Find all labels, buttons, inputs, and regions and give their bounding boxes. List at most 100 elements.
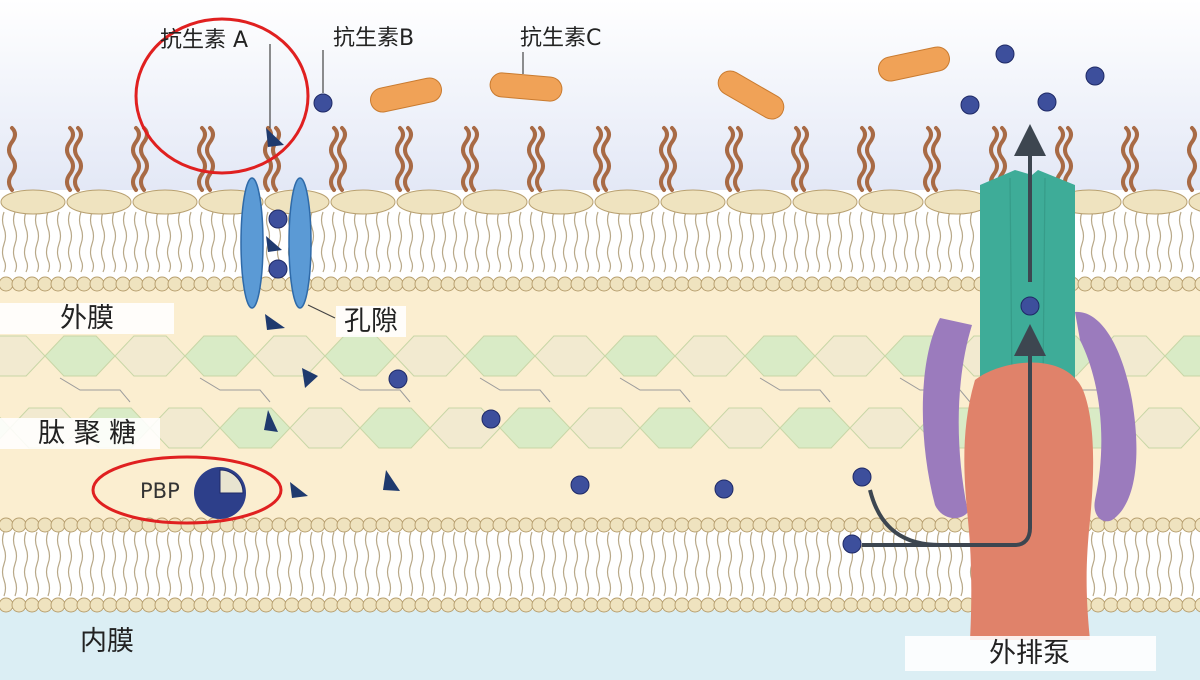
outer-inner-leaflet-head [37,276,53,292]
porin-right-subunit [288,177,312,309]
outer-leaflet-head [462,189,528,215]
outer-inner-leaflet-head [11,276,27,292]
inner-leaflet-head-bottom [1168,597,1184,613]
inner-leaflet-head-bottom [167,597,183,613]
inner-leaflet-head-bottom [596,597,612,613]
lps-chain [857,126,867,192]
pump-side-right [1075,311,1137,522]
inner-leaflet-head-bottom [726,597,742,613]
outer-inner-leaflet-head [505,276,521,292]
antibiotic-b-sphere [995,44,1015,64]
outer-inner-leaflet-head [323,276,339,292]
outer-inner-leaflet-head [817,276,833,292]
antibiotic-b-sphere [1037,92,1057,112]
inner-leaflet-head-bottom [843,597,859,613]
outer-inner-leaflet-head [895,276,911,292]
inner-leaflet-head-bottom [297,597,313,613]
antibiotic-c-capsule [878,46,950,82]
outer-inner-leaflet-head [63,276,79,292]
outer-leaflet-head [660,189,726,215]
inner-leaflet-head-bottom [89,597,105,613]
inner-leaflet-head-top [297,517,313,533]
inner-leaflet-head-top [258,517,274,533]
lps-chains [7,126,1197,192]
antibiotic-b-sphere [388,369,408,389]
inner-leaflet-head-bottom [544,597,560,613]
inner-leaflet-head-bottom [323,597,339,613]
inner-leaflet-head-top [1129,517,1145,533]
antibiotic-a-molecules [264,128,400,498]
inner-leaflet-head-top [596,517,612,533]
outer-inner-leaflet-head [219,276,235,292]
label-peptidoglycan: 肽 聚 糖 [0,418,161,449]
outer-inner-leaflet-head [960,276,976,292]
inner-leaflet-head-top [336,517,352,533]
inner-leaflet-head-bottom [206,597,222,613]
inner-leaflet-head-top [50,517,66,533]
outer-inner-leaflet-head [661,276,677,292]
inner-leaflet-head-top [245,517,261,533]
lps-chain [527,126,537,192]
outer-inner-leaflet-head [362,276,378,292]
inner-leaflet-head-bottom [1103,597,1119,613]
inner-leaflet-head-bottom [258,597,274,613]
outer-inner-leaflet-head [414,276,430,292]
inner-leaflet-head-bottom [1181,597,1197,613]
inner-leaflet-head-top [310,517,326,533]
lps-chain [593,126,603,192]
inner-leaflet-head-top [1116,517,1132,533]
inner-leaflet-head-top [648,517,664,533]
porin-left-subunit [240,177,264,309]
inner-leaflet-head-bottom [570,597,586,613]
lps-chain [865,126,875,192]
outer-inner-leaflet-head [570,276,586,292]
outer-inner-leaflet-head [1129,276,1145,292]
lps-chain [131,126,141,192]
lps-chain [733,126,743,192]
outer-inner-leaflet-head [0,276,14,292]
inner-leaflet-head-bottom [895,597,911,613]
inner-leaflet-head-bottom [739,597,755,613]
lps-chain [923,126,933,192]
inner-leaflet-head-bottom [271,597,287,613]
label-antibiotic-b: 抗生素B [333,26,415,51]
inner-leaflet-head-bottom [50,597,66,613]
outer-inner-leaflet-head [349,276,365,292]
outer-leaflet-head [0,189,66,215]
inner-leaflet-head-bottom [479,597,495,613]
inner-leaflet-head-bottom [193,597,209,613]
glycan-hexagon [1129,407,1200,449]
inner-leaflet-head-top [466,517,482,533]
lps-chain [73,126,83,192]
lps-chain [791,126,801,192]
inner-leaflet-head-top [739,517,755,533]
outer-inner-leaflet-head [388,276,404,292]
inner-leaflet-head-bottom [505,597,521,613]
lps-chain [1063,126,1073,192]
inner-leaflet-head-bottom [11,597,27,613]
outer-leaflet-head [792,189,858,215]
inner-leaflet-head-top [934,517,950,533]
inner-leaflet-head-top [180,517,196,533]
inner-leaflet-head-bottom [388,597,404,613]
outer-inner-leaflet-head [401,276,417,292]
outer-inner-leaflet-head [934,276,950,292]
lps-chain [1121,126,1131,192]
inner-leaflet-head-top [11,517,27,533]
inner-leaflet-head-top [362,517,378,533]
highlight-pbp [91,455,283,525]
antibiotic-b-sphere [570,475,590,495]
inner-leaflet-head-bottom [375,597,391,613]
antibiotic-b-sphere [313,93,333,113]
outer-inner-leaflet-head [453,276,469,292]
inner-leaflet-head-top [674,517,690,533]
lps-chain [931,126,941,192]
inner-leaflet-head-top [791,517,807,533]
inner-leaflet-head-top [921,517,937,533]
inner-leaflet-head-top [752,517,768,533]
lps-chain [205,126,215,192]
inner-leaflet-head-top [167,517,183,533]
outer-inner-leaflet-head [687,276,703,292]
